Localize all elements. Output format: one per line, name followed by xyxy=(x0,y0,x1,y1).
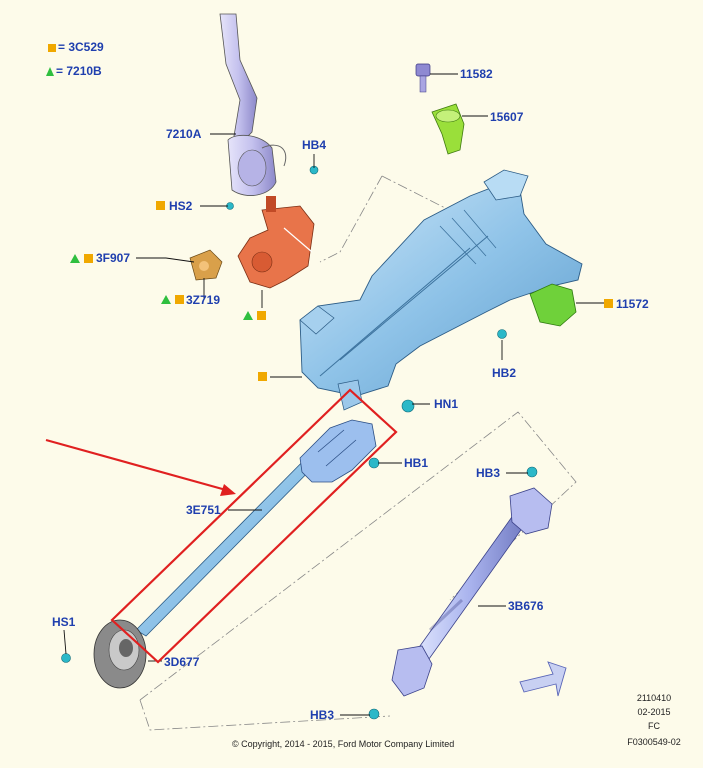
label-markers xyxy=(70,201,613,381)
label-15607: 15607 xyxy=(490,110,524,124)
reference-code: 2110410 xyxy=(636,693,672,703)
clip-3f907 xyxy=(189,249,223,281)
steering-lock-bracket xyxy=(237,196,315,289)
label-hb3-top: HB3 xyxy=(476,466,501,480)
label-3b676: 3B676 xyxy=(508,599,544,613)
multifunction-lever xyxy=(219,13,287,196)
clip-15607 xyxy=(431,103,465,155)
label-3d677: 3D677 xyxy=(164,655,200,669)
reference-figure: F0300549-02 xyxy=(627,737,681,747)
pointer-arrow xyxy=(45,438,236,496)
legend-square: = 3C529 xyxy=(48,40,104,54)
label-3f907: 3F907 xyxy=(96,251,131,265)
fasteners xyxy=(61,165,538,720)
label-hb2: HB2 xyxy=(492,366,517,380)
legend-triangle: = 7210B xyxy=(46,64,102,78)
highlight-box xyxy=(110,388,398,664)
steering-column-housing xyxy=(299,169,583,397)
intermediate-shaft xyxy=(135,419,377,637)
label-hb4: HB4 xyxy=(302,138,327,152)
label-3e751: 3E751 xyxy=(186,503,221,517)
label-7210a: 7210A xyxy=(166,127,202,141)
label-11572: 11572 xyxy=(616,297,649,311)
reference-date: 02-2015 xyxy=(637,707,671,717)
label-hn1: HN1 xyxy=(434,397,459,411)
reference-region: FC xyxy=(648,721,660,731)
label-3z719: 3Z719 xyxy=(186,293,221,307)
dash-boot xyxy=(93,619,147,689)
label-hs1: HS1 xyxy=(52,615,76,629)
label-hs2: HS2 xyxy=(169,199,193,213)
upper-yoke xyxy=(337,379,363,411)
triangle-marker-icon xyxy=(46,67,54,76)
label-hb1: HB1 xyxy=(404,456,429,470)
label-hb3-bottom: HB3 xyxy=(310,708,335,722)
connector-11572 xyxy=(529,283,577,327)
lower-shaft xyxy=(391,487,553,697)
copyright: © Copyright, 2014 - 2015, Ford Motor Com… xyxy=(232,739,455,749)
square-marker-icon xyxy=(48,44,56,52)
label-11582: 11582 xyxy=(460,67,493,81)
leader-lines xyxy=(63,73,606,716)
view-direction-arrow xyxy=(519,661,567,697)
bolt-11582 xyxy=(415,63,431,93)
